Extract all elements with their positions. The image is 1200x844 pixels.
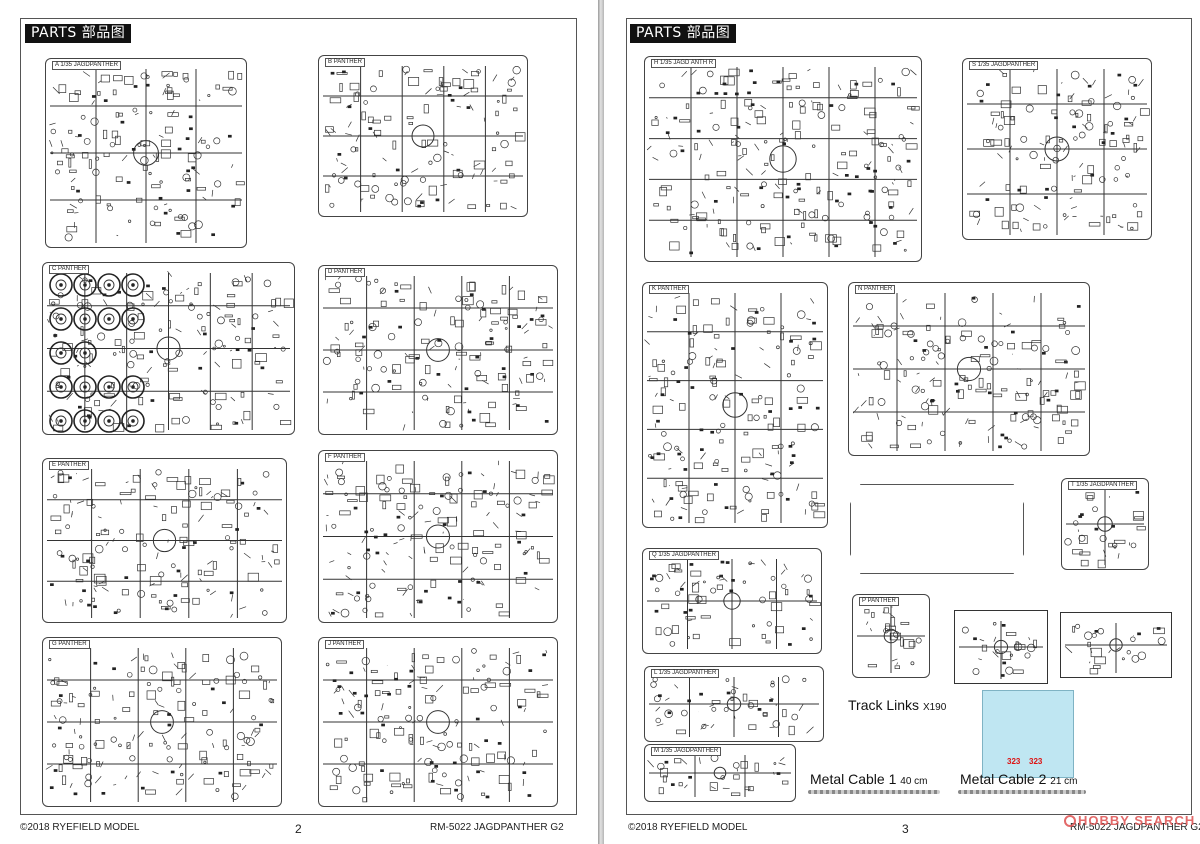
manual-page-right: PARTS 部品图 H 1/35 JAGD ANTH R S 1/35 JAGD… bbox=[604, 0, 1200, 844]
parts-heading-label: PARTS bbox=[636, 25, 682, 41]
sprue-g: G PANTHER bbox=[42, 637, 282, 807]
decal-code-1: 323 bbox=[1007, 757, 1021, 766]
decal-sheet: 323 323 bbox=[982, 690, 1074, 778]
sprue-parts-artwork bbox=[959, 621, 1043, 679]
metal-cable-2-length: 21 cm bbox=[1050, 776, 1078, 787]
sprue-tag: L 1/35 JAGDPANTHER bbox=[651, 669, 720, 678]
hull-upper-part bbox=[850, 484, 1024, 574]
page-number: 2 bbox=[295, 822, 302, 836]
sprue-m: M 1/35 JAGDPANTHER bbox=[644, 744, 796, 802]
track-links-count: X190 bbox=[922, 702, 947, 713]
sprue-tag: Q 1/35 JAGDPANTHER bbox=[649, 551, 719, 560]
page-frame bbox=[626, 18, 1192, 815]
sprue-tag: P PANTHER bbox=[859, 597, 899, 606]
sprue-k: K PANTHER bbox=[642, 282, 828, 528]
metal-cable-1-length: 40 cm bbox=[900, 776, 928, 787]
sprue-d: D PANTHER bbox=[318, 265, 558, 435]
sprue-tag: H 1/35 JAGD ANTH R bbox=[651, 59, 717, 68]
sprue-tag: S 1/35 JAGDPANTHER bbox=[969, 61, 1039, 70]
photo-etch-sheet-1 bbox=[954, 610, 1048, 684]
page-frame bbox=[20, 18, 577, 815]
sprue-tag: B PANTHER bbox=[325, 58, 365, 67]
sprue-parts-artwork bbox=[646, 67, 920, 257]
footer-copyright: ©2018 RYEFIELD MODEL bbox=[20, 822, 140, 833]
sprue-parts-artwork bbox=[47, 271, 294, 433]
sprue-parts-artwork bbox=[644, 293, 826, 524]
sprue-parts-artwork bbox=[852, 293, 1086, 451]
sprue-p: P PANTHER bbox=[852, 594, 930, 678]
sprue-tag: C PANTHER bbox=[49, 265, 90, 274]
parts-heading-label-cn: 部品图 bbox=[686, 25, 731, 41]
sprue-c: C PANTHER bbox=[42, 262, 295, 435]
sprue-parts-artwork bbox=[647, 754, 791, 797]
manual-page-left: PARTS 部品图 A 1/35 JAGDPANTHER B PANTHER C… bbox=[0, 0, 598, 844]
watermark: HOBBY SEARCH bbox=[1064, 813, 1195, 828]
footer-model: RM-5022 JAGDPANTHER G2 bbox=[430, 822, 564, 833]
sprue-parts-artwork bbox=[47, 469, 282, 618]
parts-heading-label: PARTS bbox=[31, 25, 77, 41]
sprue-parts-artwork bbox=[322, 273, 554, 431]
sprue-b: B PANTHER bbox=[318, 55, 528, 217]
sprue-tag: M 1/35 JAGDPANTHER bbox=[651, 747, 722, 756]
sprue-h: H 1/35 JAGD ANTH R bbox=[644, 56, 922, 262]
sprue-l: L 1/35 JAGDPANTHER bbox=[644, 666, 824, 742]
sprue-parts-artwork bbox=[967, 66, 1150, 235]
sprue-s: S 1/35 JAGDPANTHER bbox=[962, 58, 1152, 240]
sprue-tag: G PANTHER bbox=[49, 640, 90, 649]
sprue-parts-artwork bbox=[49, 69, 245, 243]
sprue-parts-artwork bbox=[323, 65, 526, 212]
sprue-parts-artwork bbox=[649, 675, 819, 737]
metal-cable-2-label: Metal Cable 2 21 cm bbox=[960, 771, 1078, 787]
sprue-parts-artwork bbox=[45, 648, 277, 802]
sprue-tag: J PANTHER bbox=[325, 640, 364, 649]
sprue-t: T 1/35 JAGDPANTHER bbox=[1061, 478, 1149, 570]
sprue-parts-artwork bbox=[857, 605, 925, 673]
footer-copyright: ©2018 RYEFIELD MODEL bbox=[628, 822, 748, 833]
metal-cable-2 bbox=[958, 790, 1086, 794]
metal-cable-1 bbox=[808, 790, 940, 794]
sprue-j: J PANTHER bbox=[318, 637, 558, 807]
sprue-parts-artwork bbox=[1064, 623, 1167, 675]
sprue-tag: K PANTHER bbox=[649, 285, 689, 294]
sprue-tag: N PANTHER bbox=[855, 285, 896, 294]
sprue-e: E PANTHER bbox=[42, 458, 287, 623]
sprue-f: F PANTHER bbox=[318, 450, 558, 623]
sprue-a: A 1/35 JAGDPANTHER bbox=[45, 58, 247, 248]
sprue-tag: A 1/35 JAGDPANTHER bbox=[52, 61, 121, 70]
sprue-n: N PANTHER bbox=[848, 282, 1090, 456]
track-links-label: Track Links X190 bbox=[848, 697, 947, 713]
sprue-parts-artwork bbox=[323, 648, 553, 803]
sprue-parts-artwork bbox=[647, 559, 821, 649]
parts-heading: PARTS 部品图 bbox=[630, 24, 737, 43]
sprue-tag: D PANTHER bbox=[325, 268, 366, 277]
decal-code-2: 323 bbox=[1029, 757, 1043, 766]
sprue-parts-artwork bbox=[1064, 489, 1146, 569]
sprue-parts-artwork bbox=[323, 458, 555, 618]
photo-etch-sheet-2 bbox=[1060, 612, 1172, 678]
parts-heading-label-cn: 部品图 bbox=[81, 25, 126, 41]
sprue-tag: E PANTHER bbox=[49, 461, 89, 470]
footer-model: RM-5022 JAGDPANTHER G2 bbox=[1070, 822, 1200, 833]
sprue-q: Q 1/35 JAGDPANTHER bbox=[642, 548, 822, 654]
metal-cable-1-label: Metal Cable 1 40 cm bbox=[810, 771, 928, 787]
watermark-ring-icon bbox=[1064, 815, 1076, 827]
page-number: 3 bbox=[902, 822, 909, 836]
sprue-tag: F PANTHER bbox=[325, 453, 365, 462]
book-gutter bbox=[598, 0, 604, 844]
parts-heading: PARTS 部品图 bbox=[25, 24, 132, 43]
sprue-tag: T 1/35 JAGDPANTHER bbox=[1068, 481, 1137, 490]
